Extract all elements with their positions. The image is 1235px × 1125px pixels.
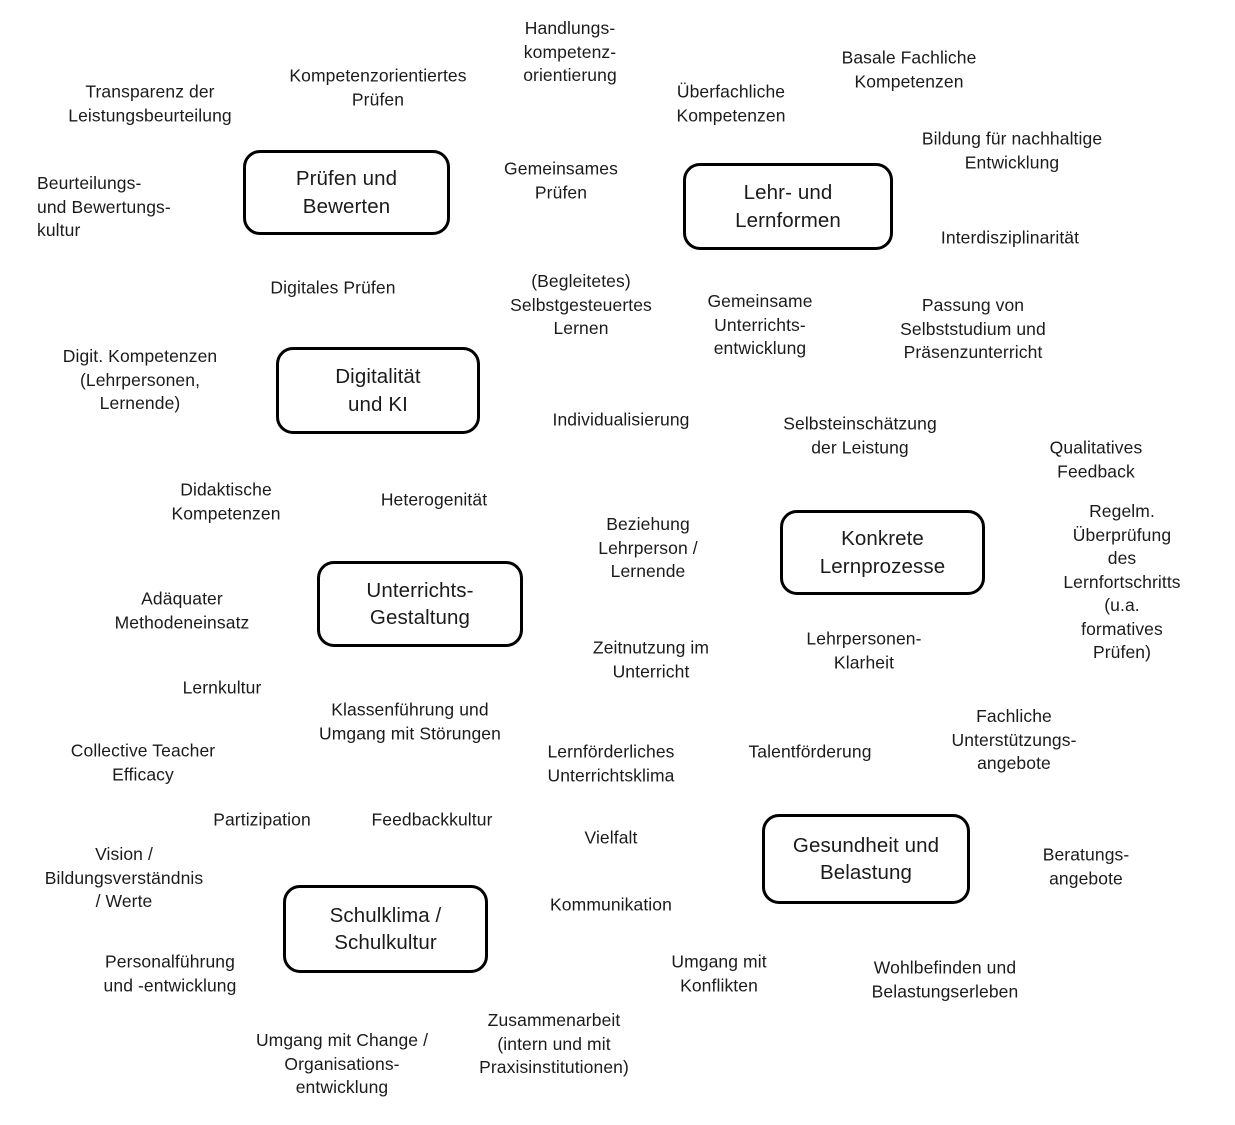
topic-label-heterogenitaet: Heterogenität bbox=[380, 489, 488, 510]
topic-label-wohlbefinden-belastungserleben: Wohlbefinden und Belastungserleben bbox=[871, 957, 1019, 1002]
topic-label-digitales-pruefen: Digitales Prüfen bbox=[270, 277, 396, 298]
topic-label-lernkultur: Lernkultur bbox=[182, 677, 262, 698]
topic-label-passung-selbststudium: Passung von Selbststudium und Präsenzunt… bbox=[900, 294, 1046, 362]
topic-label-personalfuehrung-entwicklung: Personalführung und -entwicklung bbox=[103, 951, 237, 996]
topic-label-zeitnutzung-unterricht: Zeitnutzung im Unterricht bbox=[592, 637, 710, 682]
topic-label-adaequater-methodeneinsatz: Adäquater Methodeneinsatz bbox=[114, 588, 250, 633]
category-box-digitalitaet-und-ki: Digitalität und KI bbox=[276, 347, 480, 434]
topic-label-talentfoerderung: Talentförderung bbox=[748, 741, 872, 762]
topic-label-gemeinsames-pruefen: Gemeinsames Prüfen bbox=[504, 158, 618, 203]
category-box-gesundheit-belastung: Gesundheit und Belastung bbox=[762, 814, 970, 904]
topic-label-gemeinsame-unterrichtsentwicklung: Gemeinsame Unterrichts- entwicklung bbox=[707, 290, 813, 358]
topic-label-umgang-mit-change: Umgang mit Change / Organisations- entwi… bbox=[255, 1029, 429, 1097]
category-box-schulklima-schulkultur: Schulklima / Schulkultur bbox=[283, 885, 488, 973]
topic-label-vielfalt: Vielfalt bbox=[584, 827, 638, 848]
topic-label-selbsteinschaetzung-leistung: Selbsteinschätzung der Leistung bbox=[783, 413, 937, 458]
category-box-pruefen-und-bewerten: Prüfen und Bewerten bbox=[243, 150, 450, 235]
topic-label-digit-kompetenzen: Digit. Kompetenzen (Lehrpersonen, Lernen… bbox=[62, 345, 218, 413]
category-box-konkrete-lernprozesse: Konkrete Lernprozesse bbox=[780, 510, 985, 595]
topic-label-beratungsangebote: Beratungs- angebote bbox=[1042, 844, 1130, 889]
category-box-unterrichts-gestaltung: Unterrichts- Gestaltung bbox=[317, 561, 523, 647]
topic-label-kompetenzorientiertes-pruefen: Kompetenzorientiertes Prüfen bbox=[289, 65, 467, 110]
topic-label-fachliche-unterstuetzungsangebote: Fachliche Unterstützungs- angebote bbox=[951, 705, 1077, 773]
topic-label-handlungskompetenzorientierung: Handlungs- kompetenz- orientierung bbox=[523, 17, 617, 85]
topic-label-vision-bildungsverstaendnis-werte: Vision / Bildungsverständnis / Werte bbox=[44, 843, 204, 911]
topic-label-basale-fachliche-kompetenzen: Basale Fachliche Kompetenzen bbox=[841, 47, 977, 92]
topic-label-bildung-nachhaltige-entwicklung: Bildung für nachhaltige Entwicklung bbox=[921, 128, 1103, 173]
topic-label-collective-teacher-efficacy: Collective Teacher Efficacy bbox=[70, 740, 216, 785]
category-box-lehr-und-lernformen: Lehr- und Lernformen bbox=[683, 163, 893, 250]
topic-label-beziehung-lehrperson-lernende: Beziehung Lehrperson / Lernende bbox=[598, 513, 698, 581]
topic-label-didaktische-kompetenzen: Didaktische Kompetenzen bbox=[171, 479, 281, 524]
topic-label-kommunikation: Kommunikation bbox=[550, 894, 672, 915]
topic-label-ueberfachliche-kompetenzen: Überfachliche Kompetenzen bbox=[676, 81, 786, 126]
topic-label-lernfoerderliches-unterrichtsklima: Lernförderliches Unterrichtsklima bbox=[547, 741, 675, 786]
topic-label-transparenz-leistungsbeurteilung: Transparenz der Leistungsbeurteilung bbox=[68, 81, 232, 126]
topic-label-begleitetes-selbstgesteuertes-lernen: (Begleitetes) Selbstgesteuertes Lernen bbox=[510, 270, 652, 338]
topic-label-interdisziplinaritaet: Interdisziplinarität bbox=[940, 227, 1080, 248]
topic-label-qualitatives-feedback: Qualitatives Feedback bbox=[1049, 437, 1143, 482]
topic-label-klassenfuehrung-stoerungen: Klassenführung und Umgang mit Störungen bbox=[319, 699, 501, 744]
topic-label-partizipation: Partizipation bbox=[213, 809, 311, 830]
topic-label-feedbackkultur: Feedbackkultur bbox=[371, 809, 493, 830]
topic-label-regelm-ueberpruefung: Regelm. Überprüfung des Lernfortschritts… bbox=[1063, 500, 1181, 662]
topic-label-umgang-mit-konflikten: Umgang mit Konflikten bbox=[671, 951, 767, 996]
topic-label-beurteilungs-bewertungskultur: Beurteilungs- und Bewertungs- kultur bbox=[37, 172, 171, 240]
topic-label-zusammenarbeit: Zusammenarbeit (intern und mit Praxisins… bbox=[479, 1009, 629, 1077]
topic-label-individualisierung: Individualisierung bbox=[552, 409, 690, 430]
topic-label-lehrpersonen-klarheit: Lehrpersonen- Klarheit bbox=[806, 628, 922, 673]
